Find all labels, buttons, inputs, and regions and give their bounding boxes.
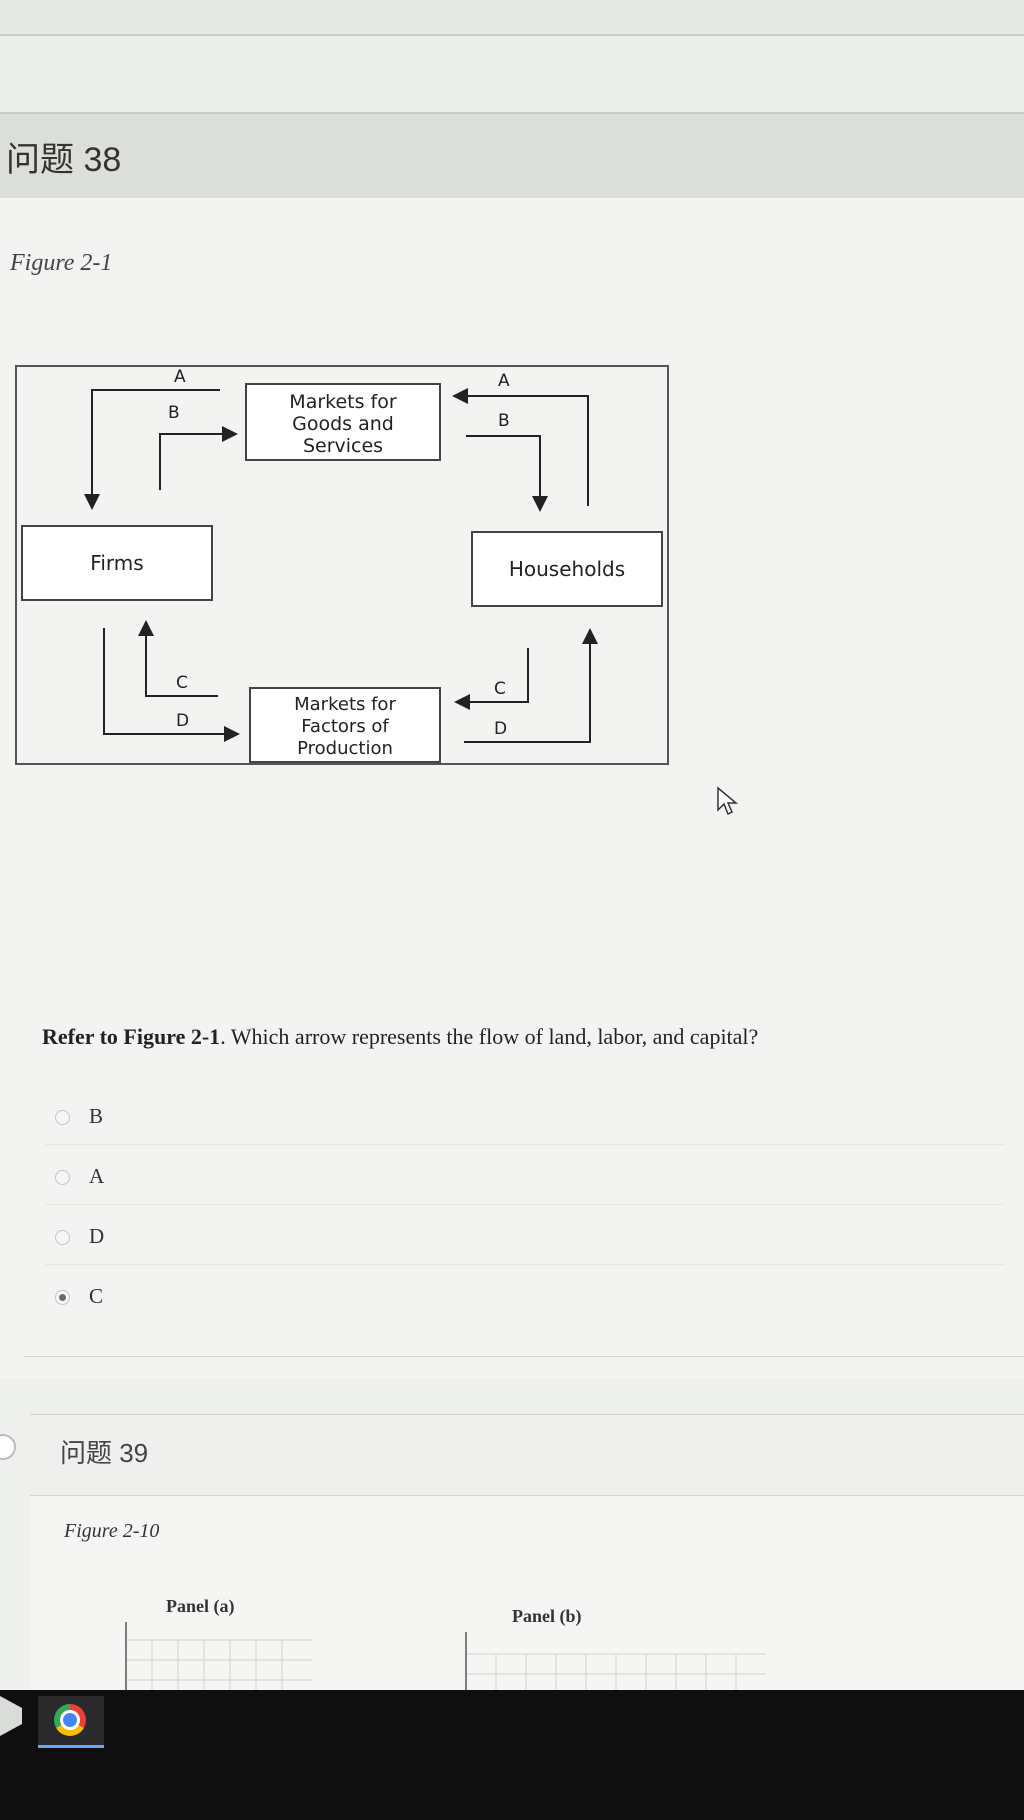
- option-label: C: [89, 1284, 104, 1308]
- firms-label: Firms: [90, 551, 143, 575]
- windows-taskbar: [0, 1690, 1024, 1820]
- goods-market-line1: Markets for: [289, 391, 397, 413]
- panel-b-graph: [465, 1632, 766, 1690]
- arrow-b-left: [159, 426, 238, 490]
- chrome-taskbar-button[interactable]: [38, 1696, 104, 1748]
- factors-market-line3: Production: [297, 738, 393, 759]
- arrow-label-c-right: C: [494, 679, 506, 699]
- goods-market-line2: Goods and: [292, 413, 394, 435]
- question-divider: [24, 1356, 1024, 1357]
- panel-a-graph: [125, 1622, 312, 1690]
- figure-caption: Figure 2-10: [64, 1520, 160, 1542]
- panel-a-title: Panel (a): [166, 1596, 235, 1616]
- option-label: B: [89, 1104, 104, 1128]
- arrow-c-right: [454, 648, 529, 710]
- header-band: [0, 36, 1024, 112]
- arrow-d-right: [464, 628, 598, 743]
- arrow-label-d-right: D: [494, 719, 507, 739]
- goods-market-box: [245, 383, 441, 461]
- question-39-body: [30, 1496, 1024, 1696]
- households-box: [471, 531, 663, 607]
- radio-button[interactable]: [55, 1170, 70, 1185]
- prompt-text: . Which arrow represents the flow of lan…: [220, 1024, 759, 1049]
- option-divider: [45, 1204, 1005, 1205]
- goods-market-line3: Services: [303, 435, 383, 457]
- answer-option-c[interactable]: C: [55, 1280, 1015, 1320]
- question-38-header: 问题 38: [0, 112, 1024, 200]
- question-number: 问题 38: [6, 141, 122, 179]
- question-prompt: Refer to Figure 2-1. Which arrow represe…: [42, 1024, 758, 1050]
- answer-option-d[interactable]: D: [45, 1220, 1015, 1265]
- factors-market-line1: Markets for: [294, 694, 396, 715]
- option-label: D: [89, 1224, 105, 1248]
- arrow-label-a-left: A: [174, 367, 186, 387]
- figure-caption: Figure 2-1: [10, 250, 113, 276]
- radio-button[interactable]: [55, 1230, 70, 1245]
- mouse-cursor-icon: [717, 786, 739, 816]
- arrow-d-left: [103, 628, 240, 742]
- factors-market-line2: Factors of: [301, 716, 389, 737]
- arrow-a-left: [84, 389, 220, 510]
- question-38-body: [0, 198, 1024, 1378]
- taskbar-left-edge: [0, 1696, 22, 1736]
- arrow-label-a-right: A: [498, 371, 510, 391]
- chrome-icon: [54, 1704, 86, 1736]
- answer-option-a[interactable]: A: [45, 1160, 1015, 1205]
- question-39-status-icon: [0, 1434, 16, 1460]
- households-label: Households: [509, 557, 625, 581]
- radio-button-selected[interactable]: [55, 1290, 70, 1305]
- arrow-c-left: [138, 620, 218, 697]
- factors-market-box: [249, 687, 441, 763]
- arrow-label-c-left: C: [176, 673, 188, 693]
- option-label: A: [89, 1164, 105, 1188]
- question-number: 问题 39: [60, 1438, 149, 1468]
- question-39-header: 问题 39: [30, 1414, 1024, 1496]
- radio-button[interactable]: [55, 1110, 70, 1125]
- arrow-label-b-left: B: [168, 403, 180, 423]
- answer-option-b[interactable]: B: [45, 1100, 1015, 1145]
- top-toolbar: [0, 0, 1024, 36]
- arrow-label-b-right: B: [498, 411, 510, 431]
- arrow-label-d-left: D: [176, 711, 189, 731]
- prompt-figure-ref: Refer to Figure 2-1: [42, 1024, 221, 1049]
- outer-frame: [15, 365, 669, 765]
- firms-box: [21, 525, 213, 601]
- arrow-b-right: [466, 435, 548, 512]
- panel-b-title: Panel (b): [512, 1606, 582, 1626]
- option-divider: [45, 1264, 1005, 1265]
- circular-flow-diagram: Markets for Goods and Services Firms Hou…: [15, 365, 669, 765]
- option-divider: [45, 1144, 1005, 1145]
- arrow-a-right: [452, 388, 589, 506]
